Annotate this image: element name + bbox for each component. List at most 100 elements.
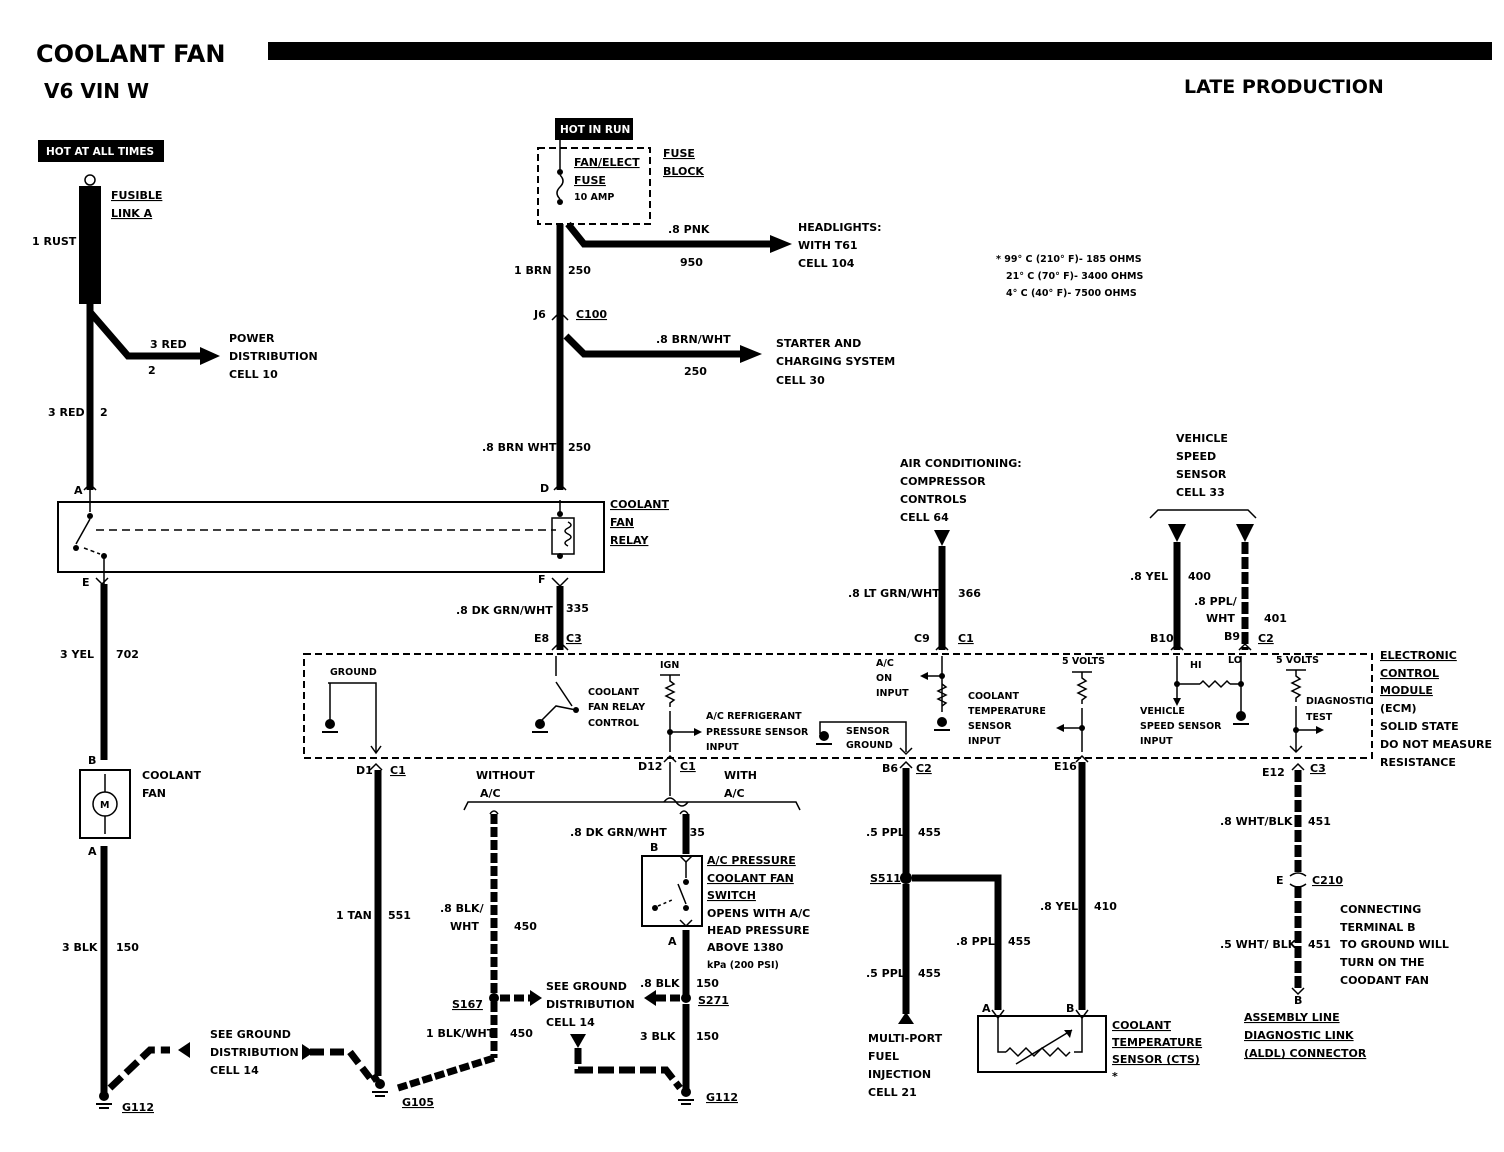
- mpfi-label-2: FUEL: [868, 1050, 899, 1063]
- switch-actuator: [657, 899, 673, 907]
- aldl-connector-icon: [1291, 987, 1305, 996]
- relay-label-3: RELAY: [610, 534, 649, 547]
- ecm-ground-node-icon: [325, 719, 335, 729]
- fuse-top-node-icon: [557, 169, 563, 175]
- aldl-label-2: DIAGNOSTIC LINK: [1244, 1029, 1354, 1042]
- wire-5ppl-upper-label: .5 PPL: [866, 826, 905, 839]
- fan-a-label: A: [88, 845, 97, 858]
- ecm-hi-label: HI: [1190, 660, 1202, 671]
- fusible-link-a: [79, 186, 101, 304]
- e16-label: E16: [1054, 760, 1077, 773]
- arrow-mpfi-icon: [898, 1012, 914, 1024]
- wire-8dkgrnwht-switch-circuit: 935: [682, 826, 705, 839]
- wire-3yel-label: 3 YEL: [60, 648, 94, 661]
- wire-1blkwht-label: 1 BLK/WHT: [426, 1027, 495, 1040]
- aldl-b-label: B: [1294, 994, 1302, 1007]
- wire-8blkwht-label-1: .8 BLK/: [440, 902, 485, 915]
- switch-title-1: A/C PRESSURE: [707, 854, 796, 867]
- switch-desc-4: kPa (200 PSI): [707, 960, 779, 971]
- wire-8dkgrnwht-switch-label: .8 DK GRN/WHT: [570, 826, 667, 839]
- ecm-ac-pressure-label-1: A/C REFRIGERANT: [706, 711, 802, 722]
- wire-ground-link-g112-right: [574, 1048, 683, 1091]
- ecm-5volts-a-label: 5 VOLTS: [1062, 656, 1105, 667]
- ecm-5volts-a-resistor-icon: [1076, 672, 1088, 704]
- hot-at-all-times-label: HOT AT ALL TIMES: [46, 146, 154, 158]
- relay-label-2: FAN: [610, 516, 634, 529]
- switch-node-left-icon: [652, 905, 658, 911]
- fuse-bottom-node-icon: [557, 199, 563, 205]
- s511-label: S511: [870, 872, 901, 885]
- cts-box: [977, 1015, 1107, 1073]
- c9-connector-icon: [935, 642, 949, 651]
- s167-splice-icon: [489, 993, 499, 1003]
- thermistor-arrow-line: [1015, 1029, 1073, 1065]
- ecm-label-7: RESISTANCE: [1380, 756, 1456, 769]
- fusible-link-label-2: LINK A: [111, 207, 153, 220]
- cts-internal-right: [1074, 1018, 1083, 1053]
- ecm-ground-label: GROUND: [330, 667, 377, 678]
- vss-label-4: CELL 33: [1176, 486, 1225, 499]
- ac-controls-label-2: COMPRESSOR: [900, 475, 986, 488]
- wire-3red-lower-label: 3 RED: [48, 406, 85, 419]
- ecm-ac-pressure-arrow-icon: [694, 728, 702, 736]
- fan-label-1: COOLANT: [142, 769, 202, 782]
- ecm-label-5: SOLID STATE: [1380, 720, 1459, 733]
- wire-dkgrnwht-relay-circuit: 335: [566, 602, 589, 615]
- ac-pressure-switch-box: [641, 855, 703, 927]
- b9-label: B9: [1224, 630, 1240, 643]
- ground-dist-left-2: DISTRIBUTION: [210, 1046, 299, 1059]
- coolant-fan-relay-box: [57, 501, 605, 573]
- starter-label-3: CELL 30: [776, 374, 825, 387]
- relay-e-connector-icon: [95, 577, 109, 586]
- ecm-sensor-ground-trace: [819, 721, 907, 752]
- ecm-vss-resistor-icon: [1199, 679, 1231, 689]
- option-split-icon: [663, 797, 689, 807]
- ecm-diag-arrow-icon: [1316, 726, 1324, 734]
- wire-8yel-label: .8 YEL: [1130, 570, 1168, 583]
- wire-pnk-branch: [565, 221, 770, 248]
- wire-brn1-circuit: 250: [568, 264, 591, 277]
- wire-brnwht-main-circuit: 250: [568, 441, 591, 454]
- switch-desc-2: HEAD PRESSURE: [707, 924, 810, 937]
- wire-ltgrnwht-label: .8 LT GRN/WHT: [848, 587, 940, 600]
- ground-dist-left-3: CELL 14: [210, 1064, 259, 1077]
- vss-bracket: [1149, 509, 1257, 519]
- wire-8blkwht-label-2: WHT: [450, 920, 479, 933]
- fuse-block-label-2: BLOCK: [663, 165, 704, 178]
- headlights-label-1: HEADLIGHTS:: [798, 221, 882, 234]
- ecm-ac-on-label-1: A/C: [876, 658, 894, 669]
- aldl-note-2: TERMINAL B: [1340, 921, 1415, 934]
- wire-3blk-lower-label: 3 BLK: [640, 1030, 676, 1043]
- wire-3red-branch: [87, 309, 200, 360]
- e12-connector-icon: [1291, 762, 1305, 771]
- with-ac-label-2: A/C: [724, 787, 745, 800]
- ecm-relay-ctrl-gnd-node-icon: [535, 719, 545, 729]
- cts-b-label: B: [1066, 1002, 1074, 1015]
- wire-pnk-label: .8 PNK: [668, 223, 710, 236]
- c3-e12-label: C3: [1310, 762, 1326, 775]
- vss-label-2: SPEED: [1176, 450, 1216, 463]
- thermistor-arrow-icon: [1064, 1030, 1072, 1038]
- switch-node-bottom-icon: [683, 905, 689, 911]
- ecm-ac-on-resistor-icon: [936, 683, 948, 707]
- relay-contact-node-left-icon: [73, 545, 79, 551]
- arrow-power-distribution-icon: [200, 347, 220, 365]
- fuse-name-2: FUSE: [574, 174, 606, 187]
- power-dist-label-1: POWER: [229, 332, 275, 345]
- wire-8pplwht-circuit: 401: [1264, 612, 1287, 625]
- ecm-5volts-b-label: 5 VOLTS: [1276, 655, 1319, 666]
- wire-brnwht-branch: [563, 333, 740, 358]
- fusible-link-label-1: FUSIBLE: [111, 189, 162, 202]
- s271-label: S271: [698, 994, 729, 1007]
- ecm-cts-input-label-3: SENSOR: [968, 721, 1012, 732]
- switch-arm: [677, 883, 687, 905]
- resistance-row-1: * 99° C (210° F)- 185 OHMS: [996, 254, 1142, 265]
- relay-contact-arm: [75, 518, 91, 545]
- c9-label: C9: [914, 632, 930, 645]
- ground-dist-mid-1: SEE GROUND: [546, 980, 627, 993]
- relay-f-connector-icon: [551, 577, 569, 588]
- arrow-ac-controls-icon: [934, 530, 950, 546]
- cts-label-3: SENSOR (CTS): [1112, 1053, 1200, 1066]
- option-bracket: [463, 801, 801, 811]
